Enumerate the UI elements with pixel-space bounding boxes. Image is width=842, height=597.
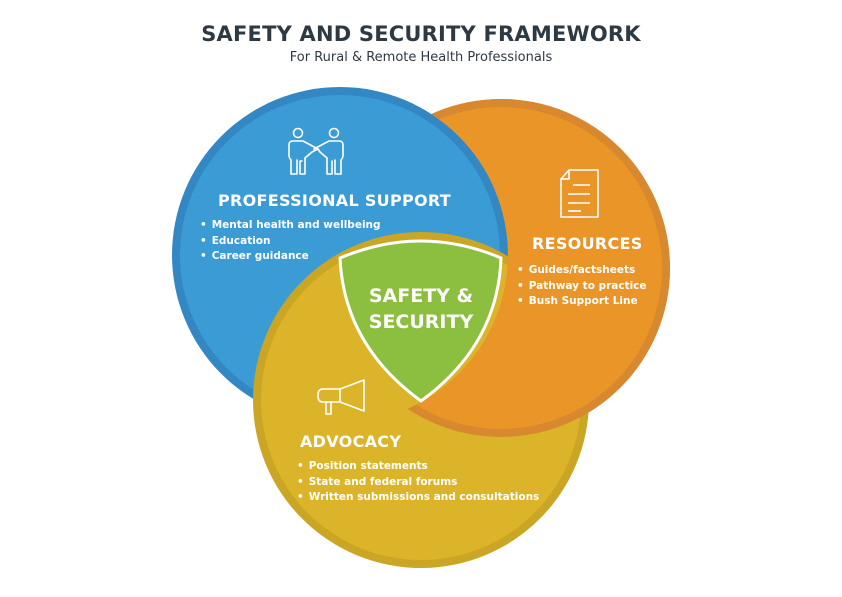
list-item: Career guidance — [200, 249, 381, 265]
center-label: SAFETY & SECURITY — [350, 283, 492, 335]
shield-icon — [338, 239, 503, 403]
center-label-line1: SAFETY & — [368, 285, 474, 307]
document-icon — [560, 169, 599, 218]
resources-list: Guides/factsheets Pathway to practice Bu… — [517, 263, 647, 310]
advocacy-heading: ADVOCACY — [300, 432, 402, 451]
resources-section: RESOURCES — [532, 234, 643, 253]
list-item: Bush Support Line — [517, 294, 647, 310]
list-item: Written submissions and consultations — [297, 490, 540, 506]
handshake-people-icon — [288, 127, 344, 175]
header: SAFETY AND SECURITY FRAMEWORK For Rural … — [0, 20, 842, 67]
page-title: SAFETY AND SECURITY FRAMEWORK — [201, 22, 641, 46]
list-item: Position statements — [297, 459, 539, 475]
advocacy-list: Position statements State and federal fo… — [297, 459, 540, 506]
professional-support-heading: PROFESSIONAL SUPPORT — [218, 191, 452, 210]
list-item: Mental health and wellbeing — [200, 218, 381, 234]
list-item: Education — [200, 234, 381, 250]
center-label-line2: SECURITY — [368, 311, 474, 333]
list-item: Guides/factsheets — [517, 263, 647, 279]
advocacy-section: ADVOCACY — [300, 432, 401, 451]
list-item: State and federal forums — [297, 475, 539, 491]
professional-support-list: Mental health and wellbeing Education Ca… — [200, 218, 381, 265]
megaphone-icon — [317, 379, 365, 415]
page-subtitle: For Rural & Remote Health Professionals — [289, 50, 553, 65]
resources-heading: RESOURCES — [532, 234, 643, 253]
list-item: Pathway to practice — [517, 279, 647, 295]
professional-support-section: PROFESSIONAL SUPPORT — [218, 191, 451, 210]
